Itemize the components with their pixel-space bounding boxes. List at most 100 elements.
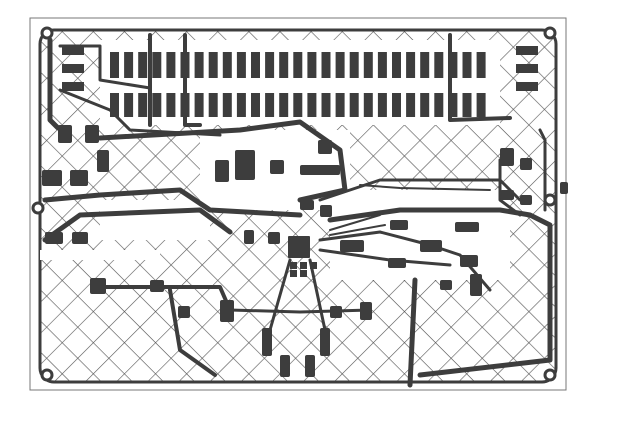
pad [251, 52, 260, 78]
pad [392, 93, 401, 117]
pad [300, 200, 314, 210]
pad [220, 300, 234, 322]
pad [194, 93, 204, 117]
pad [440, 280, 452, 290]
pad [62, 82, 84, 91]
trace [47, 37, 61, 131]
pad [377, 93, 387, 117]
pad [363, 52, 373, 78]
pad [215, 160, 229, 182]
pad [150, 280, 164, 292]
trace [42, 207, 233, 243]
trace [327, 207, 553, 378]
pad [300, 262, 307, 269]
pad [222, 93, 232, 117]
pad [124, 93, 134, 117]
trace [329, 214, 381, 231]
pad [265, 93, 275, 117]
mounting-hole [31, 201, 45, 215]
mounting-hole [40, 368, 54, 382]
pad [300, 270, 307, 277]
pad [152, 52, 162, 78]
pad [363, 93, 373, 117]
pad [235, 150, 255, 180]
pad [560, 182, 568, 194]
pad [330, 306, 342, 318]
pad [138, 93, 148, 117]
pad [476, 93, 486, 117]
pad [406, 52, 416, 78]
pad [279, 52, 289, 78]
pad [462, 93, 472, 117]
pad [265, 52, 275, 78]
pad [222, 52, 232, 78]
pad [310, 262, 317, 269]
pad [72, 232, 88, 244]
pad [166, 52, 176, 78]
pad [45, 232, 63, 244]
mounting-hole [543, 368, 557, 382]
pad [85, 125, 99, 143]
pad [520, 158, 532, 170]
pad [320, 205, 332, 217]
pad [420, 240, 442, 252]
pad [516, 46, 538, 55]
pad [455, 222, 479, 232]
pad [293, 52, 303, 78]
pad [434, 93, 444, 117]
pad [476, 52, 486, 78]
pad [520, 195, 532, 205]
mounting-hole [543, 26, 557, 40]
pad [377, 52, 387, 78]
trace [329, 224, 386, 236]
pad [470, 274, 482, 296]
pad [516, 64, 538, 73]
pad [178, 306, 190, 318]
pad [448, 52, 458, 78]
pad [290, 270, 297, 277]
pad [448, 93, 458, 117]
pad [90, 278, 106, 294]
pad [307, 52, 317, 78]
pad [434, 52, 444, 78]
pad [335, 52, 345, 78]
pad [244, 230, 254, 244]
pad [194, 52, 204, 78]
pad [500, 190, 514, 200]
mounting-hole [543, 193, 557, 207]
pad [280, 355, 290, 377]
pad [138, 52, 148, 78]
pad [236, 93, 246, 117]
pad [305, 355, 315, 377]
trace [228, 308, 372, 314]
pad [318, 140, 332, 154]
pad [124, 52, 134, 78]
pad [388, 258, 406, 268]
pad [500, 148, 514, 166]
pad [62, 64, 84, 73]
pad [270, 160, 284, 174]
pad [208, 93, 218, 117]
pad [321, 52, 331, 78]
pad [97, 150, 109, 172]
trace [407, 277, 418, 388]
trace [498, 158, 522, 217]
pad [180, 93, 190, 117]
pad [268, 232, 280, 244]
pad [349, 52, 359, 78]
pad [279, 93, 289, 117]
trace [308, 258, 327, 332]
pad [236, 52, 246, 78]
pad [360, 302, 372, 320]
trace [538, 128, 547, 212]
trace [268, 258, 292, 332]
pad [293, 93, 303, 117]
pad [110, 93, 119, 117]
pad [70, 170, 88, 186]
pad [390, 220, 408, 230]
pad [300, 165, 340, 175]
pad [349, 93, 359, 117]
pad [516, 82, 538, 91]
pad [335, 93, 345, 117]
pad [42, 170, 62, 186]
